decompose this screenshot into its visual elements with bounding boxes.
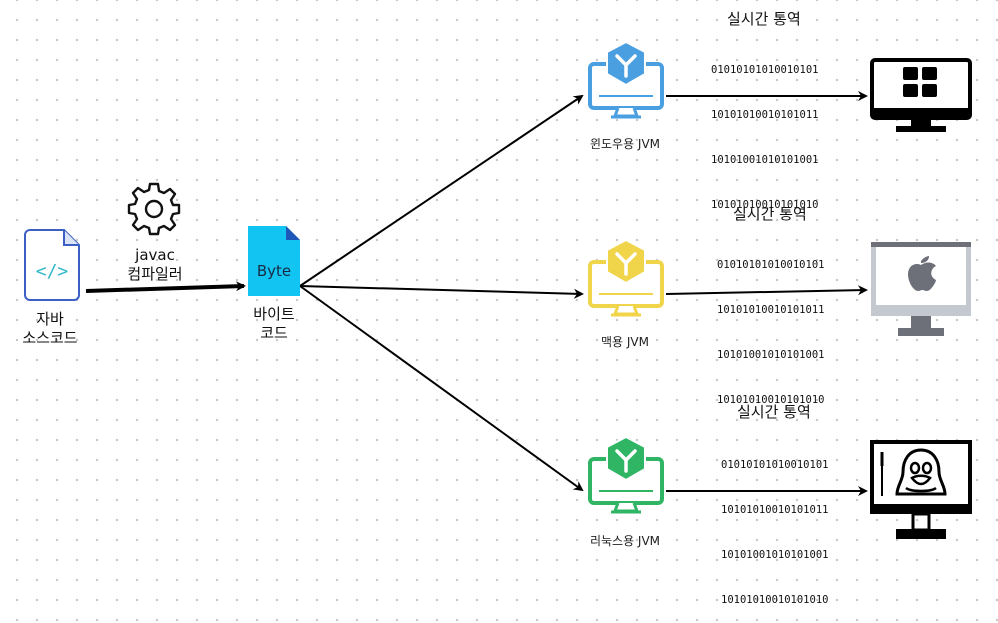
mac-translation-title: 실시간 통역 — [733, 205, 807, 223]
linux-jvm-icon — [588, 435, 664, 514]
mac-jvm-icon — [588, 238, 664, 317]
arrow-to-linux-jvm — [299, 285, 584, 492]
windows-monitor-icon — [870, 58, 972, 132]
mac-jvm-label: 맥용 JVM — [601, 335, 649, 349]
windows-jvm-label: 윈도우용 JVM — [589, 137, 661, 151]
linux-jvm-label: 리눅스용 JVM — [589, 534, 661, 548]
arrow-to-mac-jvm — [299, 285, 584, 299]
mac-binary-block: 01010101010010101 10101010010101011 1010… — [717, 228, 824, 423]
linux-translation-title: 실시간 통역 — [737, 403, 811, 421]
bytecode-label-line1: 바이트 — [253, 305, 295, 323]
windows-binary-line: 10101010010101011 — [711, 109, 819, 121]
compiler-label: javac 컴파일러 — [110, 246, 200, 284]
windows-binary-line: 01010101010010101 — [711, 64, 819, 76]
mac-binary-line: 10101010010101011 — [717, 304, 825, 316]
compile-arrow — [85, 281, 246, 293]
compiler-label-line2: 컴파일러 — [127, 265, 183, 283]
bytecode-label-line2: 코드 — [260, 324, 288, 342]
linux-binary-line: 10101010010101011 — [721, 504, 829, 516]
svg-text:</>: </> — [36, 261, 69, 282]
linux-monitor-icon — [870, 440, 972, 539]
arrow-mac-output — [665, 285, 868, 296]
bytecode-label: 바이트 코드 — [234, 305, 314, 343]
windows-binary-line: 10101010010101010 — [711, 199, 819, 211]
bytecode-file-text: Byte — [256, 262, 292, 280]
windows-binary-block: 01010101010010101 10101010010101011 1010… — [711, 33, 818, 228]
mac-binary-line: 10101010010101010 — [717, 394, 825, 406]
java-source-file-icon: </> — [24, 229, 80, 301]
windows-binary-line: 10101001010101001 — [711, 154, 819, 166]
source-label: 자바 소스코드 — [10, 310, 90, 348]
compiler-label-line1: javac — [135, 246, 175, 264]
mac-binary-line: 10101001010101001 — [717, 349, 825, 361]
mac-monitor-icon — [871, 242, 971, 336]
arrows-layer — [85, 91, 868, 496]
linux-binary-line: 10101010010101010 — [721, 594, 829, 606]
linux-binary-line: 01010101010010101 — [721, 459, 829, 471]
arrow-to-windows-jvm — [299, 94, 584, 287]
linux-binary-block: 01010101010010101 10101010010101011 1010… — [721, 428, 828, 623]
mac-binary-line: 01010101010010101 — [717, 259, 825, 271]
source-label-line1: 자바 — [36, 310, 64, 328]
bytecode-file-icon: Byte — [248, 226, 300, 296]
source-label-line2: 소스코드 — [22, 329, 78, 347]
windows-translation-title: 실시간 통역 — [727, 10, 801, 28]
linux-binary-line: 10101001010101001 — [721, 549, 829, 561]
windows-jvm-icon — [588, 40, 664, 119]
gear-icon — [127, 182, 181, 236]
